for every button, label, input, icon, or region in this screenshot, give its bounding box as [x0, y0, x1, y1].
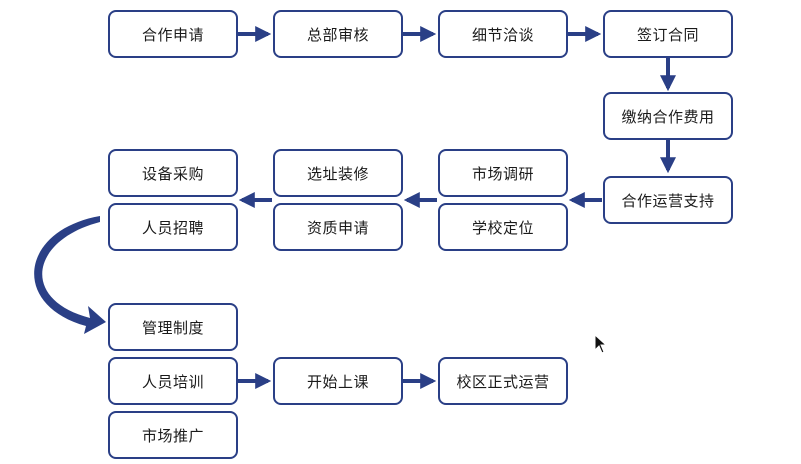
step-marketing: 市场推广: [108, 411, 238, 459]
step-start-class: 开始上课: [273, 357, 403, 405]
step-operate: 校区正式运营: [438, 357, 568, 405]
step-hq-review: 总部审核: [273, 10, 403, 58]
arrow-curve-recruit-to-management: [34, 216, 106, 334]
step-recruit: 人员招聘: [108, 203, 238, 251]
step-site-decor: 选址装修: [273, 149, 403, 197]
step-support: 合作运营支持: [603, 176, 733, 224]
step-management: 管理制度: [108, 303, 238, 351]
step-sign: 签订合同: [603, 10, 733, 58]
step-equipment: 设备采购: [108, 149, 238, 197]
step-training: 人员培训: [108, 357, 238, 405]
step-school-position: 学校定位: [438, 203, 568, 251]
step-qualification: 资质申请: [273, 203, 403, 251]
step-negotiate: 细节洽谈: [438, 10, 568, 58]
step-market-research: 市场调研: [438, 149, 568, 197]
step-apply: 合作申请: [108, 10, 238, 58]
mouse-cursor-icon: [594, 334, 608, 354]
step-pay: 缴纳合作费用: [603, 92, 733, 140]
